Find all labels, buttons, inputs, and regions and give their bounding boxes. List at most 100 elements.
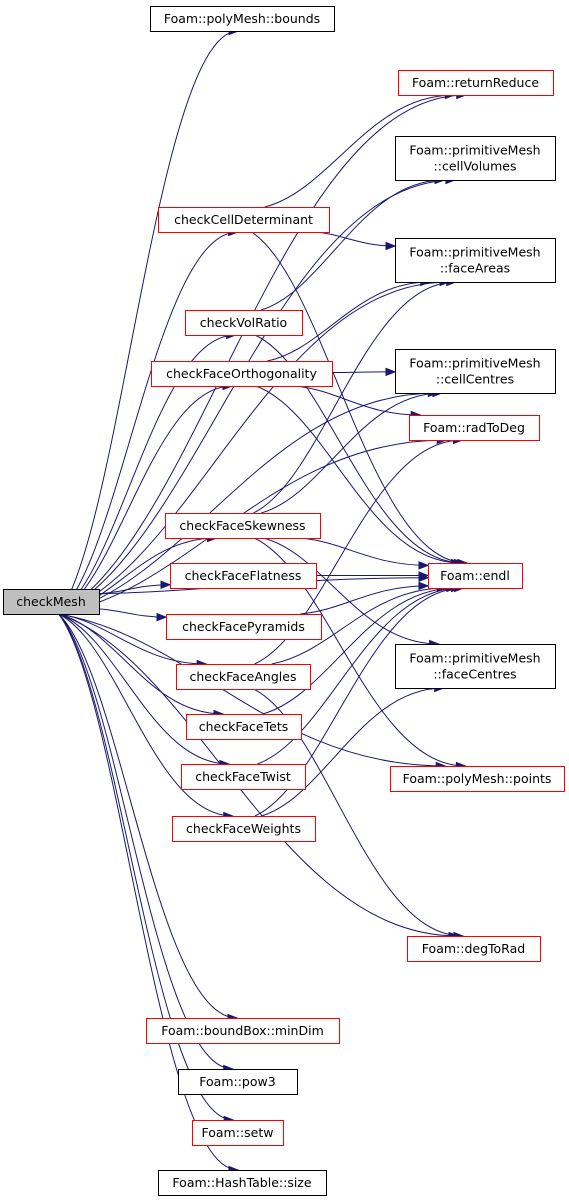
node-checkMesh: checkMesh [3, 589, 100, 615]
edge-line [58, 231, 238, 615]
node-label: checkMesh [16, 594, 86, 609]
node-polyMesh_bounds[interactable]: Foam::polyMesh::bounds [150, 6, 335, 32]
node-label: ::cellVolumes [434, 159, 517, 174]
edge-checkFaceFlatness-to-endl [316, 571, 430, 580]
node-hashTable_size[interactable]: Foam::HashTable::size [158, 1170, 327, 1196]
node-endl[interactable]: Foam::endl [428, 563, 523, 589]
edge-line [262, 587, 456, 715]
node-checkVolRatio[interactable]: checkVolRatio [185, 310, 303, 336]
edge-checkFacePyramids-to-endl [300, 581, 430, 615]
node-label: Foam::boundBox::minDim [161, 1023, 324, 1038]
node-box [185, 310, 303, 336]
edge-line [58, 613, 237, 1019]
node-box [158, 1170, 327, 1196]
edge-line [260, 179, 445, 311]
edge-line [253, 688, 463, 937]
node-checkFaceAngles[interactable]: checkFaceAngles [176, 664, 311, 690]
node-checkFaceOrthogonality[interactable]: checkFaceOrthogonality [151, 361, 333, 387]
node-box [407, 936, 541, 962]
node-pow3[interactable]: Foam::pow3 [178, 1069, 298, 1095]
node-label: checkFaceTwist [195, 769, 291, 784]
edge-checkMesh-to-setw [58, 613, 235, 1125]
node-box [146, 1018, 340, 1044]
node-box [165, 513, 321, 539]
node-label: checkFaceSkewness [179, 518, 305, 533]
node-checkFaceWeights[interactable]: checkFaceWeights [172, 816, 316, 842]
edge-checkCellDeterminant-to-faceAreas [314, 231, 397, 251]
node-setw[interactable]: Foam::setw [192, 1120, 284, 1146]
node-label: Foam::polyMesh::bounds [164, 11, 320, 26]
edge-checkFaceWeights-to-faceCentres [261, 683, 446, 817]
node-label: checkFaceOrthogonality [166, 366, 317, 381]
node-box [150, 6, 335, 32]
edge-line [261, 687, 444, 817]
edge-line [58, 613, 446, 767]
call-graph-nodes: checkMesh Foam::polyMesh::boundsFoam::ret… [3, 6, 565, 1196]
edge-line [58, 613, 458, 937]
edge-line [58, 334, 236, 615]
edge-line [253, 281, 456, 514]
edge-line [58, 281, 450, 615]
node-degToRad[interactable]: Foam::degToRad [407, 936, 541, 962]
node-label: checkFaceFlatness [185, 568, 302, 583]
edge-line [251, 231, 467, 564]
node-faceAreas[interactable]: Foam::primitiveMesh::faceAreas [395, 238, 556, 283]
node-cellCentres[interactable]: Foam::primitiveMesh::cellCentres [395, 349, 556, 394]
edge-line [257, 587, 461, 765]
node-box [395, 136, 556, 181]
node-box [151, 361, 333, 387]
edge-line [58, 613, 234, 1121]
node-box [158, 207, 330, 233]
node-polyMesh_points[interactable]: Foam::polyMesh::points [390, 766, 565, 792]
node-faceCentres[interactable]: Foam::primitiveMesh::faceCentres [395, 644, 556, 689]
node-label: Foam::degToRad [422, 941, 525, 956]
node-box [428, 563, 523, 589]
node-checkFaceFlatness[interactable]: checkFaceFlatness [170, 563, 317, 589]
node-label: checkFaceAngles [190, 669, 297, 684]
edge-arrowhead [418, 581, 430, 591]
node-returnReduce[interactable]: Foam::returnReduce [398, 70, 554, 96]
node-label: checkFaceWeights [186, 821, 301, 836]
node-checkCellDeterminant[interactable]: checkCellDeterminant [158, 207, 330, 233]
node-box [395, 644, 556, 689]
edge-arrowhead [418, 571, 430, 580]
node-label: checkVolRatio [200, 315, 287, 330]
edge-line [300, 585, 429, 615]
node-checkFaceSkewness[interactable]: checkFaceSkewness [165, 513, 321, 539]
node-label: Foam::radToDeg [423, 420, 525, 435]
node-boundBox_minDim[interactable]: Foam::boundBox::minDim [146, 1018, 340, 1044]
node-checkFaceTets[interactable]: checkFaceTets [186, 714, 302, 740]
node-cellVolumes[interactable]: Foam::primitiveMesh::cellVolumes [395, 136, 556, 181]
node-label: Foam::primitiveMesh [409, 651, 540, 666]
node-radToDeg[interactable]: Foam::radToDeg [409, 415, 540, 441]
node-label: Foam::setw [202, 1125, 274, 1140]
edge-line [58, 613, 233, 1070]
edge-line [263, 537, 439, 645]
edge-line [58, 613, 229, 765]
node-box [172, 816, 316, 842]
node-box [192, 1120, 284, 1146]
edge-line [271, 587, 447, 665]
node-checkFacePyramids[interactable]: checkFacePyramids [166, 614, 322, 640]
edge-checkFaceOrthogonality-to-cellCentres [331, 367, 397, 377]
edge-arrowhead [385, 367, 397, 377]
edge-line [58, 613, 233, 817]
node-box [181, 764, 306, 790]
node-checkFaceTwist[interactable]: checkFaceTwist [181, 764, 306, 790]
node-box [3, 589, 100, 615]
edge-arrowhead [418, 561, 430, 570]
node-label: Foam::returnReduce [412, 75, 539, 90]
node-box [178, 1069, 298, 1095]
node-label: ::cellCentres [436, 372, 514, 387]
node-box [409, 415, 540, 441]
edge-line [255, 385, 461, 564]
edge-line [261, 392, 442, 514]
node-label: checkCellDeterminant [174, 212, 313, 227]
edge-line [58, 30, 239, 615]
node-box [166, 614, 322, 640]
edge-line [295, 385, 421, 416]
edge-line [264, 94, 455, 208]
node-label: ::faceCentres [433, 667, 516, 682]
node-box [176, 664, 311, 690]
